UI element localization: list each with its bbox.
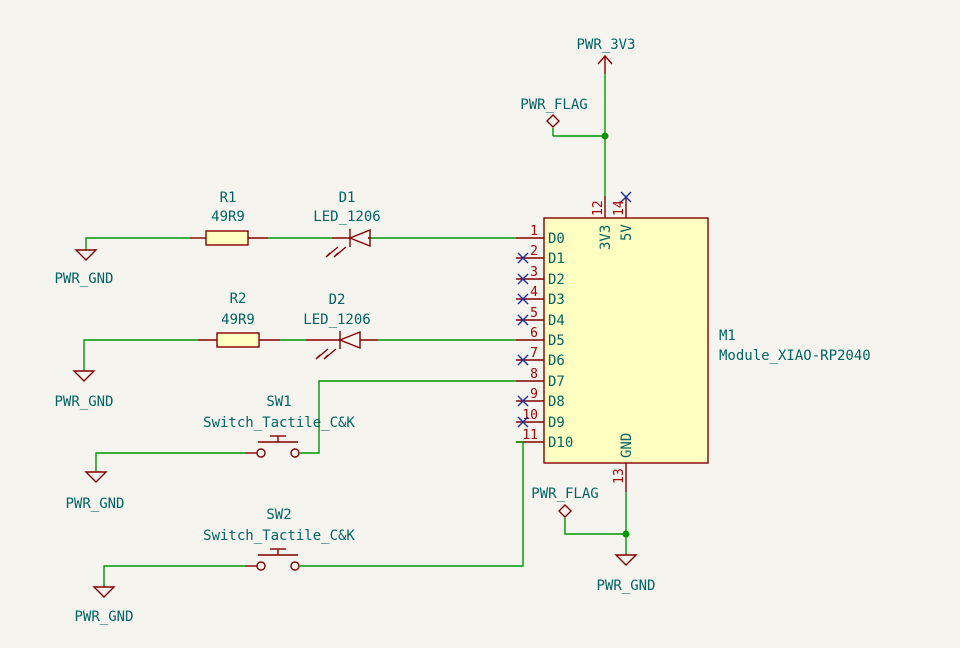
d2-value: LED_1206	[303, 312, 370, 328]
pin-name: D7	[548, 374, 565, 390]
pin-name: D2	[548, 272, 565, 288]
no-connect-icon	[517, 314, 529, 326]
pin-number: 4	[530, 285, 538, 300]
pin-name: D6	[548, 353, 565, 369]
junction-dot-3v3	[601, 132, 609, 140]
pin-11-d10[interactable]: 11 D10	[516, 428, 573, 451]
no-connect-icon	[517, 273, 529, 285]
pin-1-d0[interactable]: 1 D0	[516, 224, 565, 247]
wire-gnd2-r2	[83, 339, 198, 371]
gnd-symbol-4[interactable]: PWR_GND	[74, 586, 134, 625]
gnd-label-4: PWR_GND	[74, 609, 133, 625]
wire-d10-sw2	[300, 441, 524, 567]
switch-sw1[interactable]: SW1 Switch_Tactile_C&K	[203, 394, 355, 458]
pin-name: D3	[548, 292, 565, 308]
gnd-label-5: PWR_GND	[596, 578, 655, 594]
pin-14-5v[interactable]: 14 5V	[612, 196, 635, 241]
pin-number: 13	[612, 468, 627, 484]
pin-name: D5	[548, 333, 565, 349]
sw1-ref: SW1	[266, 394, 291, 410]
pin-name: D10	[548, 435, 573, 451]
no-connect-icon	[517, 395, 529, 407]
r1-value: 49R9	[211, 209, 245, 225]
led-d1[interactable]: D1 LED_1206	[313, 190, 381, 258]
pin-number: 6	[530, 326, 538, 341]
d2-ref: D2	[329, 292, 346, 308]
led-d2[interactable]: D2 LED_1206	[303, 292, 378, 360]
pin-name: D4	[548, 313, 565, 329]
sw2-ref: SW2	[266, 507, 291, 523]
gnd-label-1: PWR_GND	[54, 271, 113, 287]
junction-dot-gnd	[622, 530, 630, 538]
wire-d7-sw1	[300, 380, 516, 454]
pin-number: 3	[530, 265, 538, 280]
pin-4-d3[interactable]: 4 D3	[516, 285, 565, 308]
no-connect-icon	[517, 354, 529, 366]
resistor-r2[interactable]: R2 49R9	[198, 291, 280, 348]
gnd-symbol-5[interactable]: PWR_GND	[596, 554, 656, 594]
gnd-label-2: PWR_GND	[54, 394, 113, 410]
pin-number: 9	[530, 387, 538, 402]
pin-3-d2[interactable]: 3 D2	[516, 265, 565, 288]
pin-number: 12	[591, 200, 606, 216]
pin-8-d7[interactable]: 8 D7	[516, 367, 565, 390]
pin-number: 8	[530, 367, 538, 382]
pin-name: 5V	[619, 224, 635, 241]
pwr-flag-top-symbol[interactable]: PWR_FLAG	[520, 97, 588, 128]
d1-ref: D1	[339, 190, 356, 206]
r2-value: 49R9	[221, 312, 255, 328]
no-connect-icon	[517, 416, 529, 428]
switch-sw2[interactable]: SW2 Switch_Tactile_C&K	[203, 507, 355, 571]
pwr-flag-top-label: PWR_FLAG	[520, 97, 587, 113]
module-m1-ref: M1	[719, 328, 736, 344]
pin-12-3v3[interactable]: 12 3V3	[591, 196, 614, 250]
pin-9-d8[interactable]: 9 D8	[516, 387, 565, 410]
pin-number: 1	[530, 224, 538, 239]
wire-gnd4-sw2	[103, 565, 245, 587]
pin-name: D0	[548, 231, 565, 247]
d1-value: LED_1206	[313, 209, 380, 225]
pin-number: 5	[530, 306, 538, 321]
no-connect-icon	[517, 252, 529, 264]
wire-flag-bottom	[564, 518, 626, 535]
module-m1-body	[543, 217, 709, 464]
wire-gnd1-r1	[85, 237, 190, 250]
pin-2-d1[interactable]: 2 D1	[516, 244, 565, 267]
pwr-flag-bottom-label: PWR_FLAG	[531, 486, 598, 502]
pin-name: GND	[619, 433, 635, 458]
gnd-label-3: PWR_GND	[65, 496, 124, 512]
no-connect-icon	[517, 293, 529, 305]
pwr-3v3-symbol[interactable]: PWR_3V3	[576, 37, 636, 74]
gnd-symbol-1[interactable]: PWR_GND	[54, 249, 114, 287]
pin-6-d5[interactable]: 6 D5	[516, 326, 565, 349]
pin-number: 11	[522, 428, 538, 443]
sw2-value: Switch_Tactile_C&K	[203, 528, 355, 544]
pin-name: 3V3	[598, 225, 614, 250]
wire-gnd3-sw1	[95, 452, 245, 472]
sw1-value: Switch_Tactile_C&K	[203, 415, 355, 431]
pin-7-d6[interactable]: 7 D6	[516, 346, 565, 369]
pin-13-gnd[interactable]: 13 GND	[612, 433, 635, 492]
gnd-symbol-2[interactable]: PWR_GND	[54, 370, 114, 410]
pin-name: D9	[548, 415, 565, 431]
pwr-flag-bottom-symbol[interactable]: PWR_FLAG	[531, 486, 599, 518]
r1-ref: R1	[220, 190, 237, 206]
pin-5-d4[interactable]: 5 D4	[516, 306, 565, 329]
pin-name: D1	[548, 251, 565, 267]
pin-number: 14	[612, 200, 627, 216]
gnd-symbol-3[interactable]: PWR_GND	[65, 471, 125, 512]
resistor-r1[interactable]: R1 49R9	[190, 190, 268, 246]
no-connect-markers	[517, 191, 632, 428]
module-m1-value: Module_XIAO-RP2040	[719, 348, 871, 364]
no-connect-icon	[620, 191, 632, 203]
pwr-3v3-label: PWR_3V3	[576, 37, 635, 53]
r2-ref: R2	[230, 291, 247, 307]
pin-number: 2	[530, 244, 538, 259]
pin-name: D8	[548, 394, 565, 410]
pin-number: 7	[530, 346, 538, 361]
